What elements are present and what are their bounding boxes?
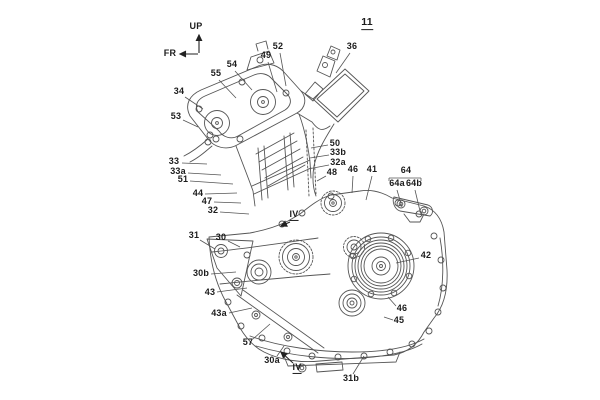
ref-label-46-35: 46 — [396, 303, 408, 314]
ref-label-46-20: 46 — [347, 164, 359, 175]
ref-label-64-22: 64 — [400, 165, 412, 176]
ref-label-11-2: 11 — [361, 16, 373, 30]
ref-label-fr-1: FR — [163, 48, 177, 59]
leader-lines — [181, 52, 422, 375]
ref-label-64a-23: 64a — [389, 178, 405, 189]
direction-arrows — [178, 33, 294, 364]
ref-label-iv-37: IV — [289, 208, 299, 221]
ref-label-32-15: 32 — [207, 205, 219, 216]
ref-label-31-25: 31 — [188, 230, 200, 241]
ref-label-55-7: 55 — [210, 68, 222, 79]
ref-label-41-21: 41 — [366, 164, 378, 175]
ref-label-42-34: 42 — [420, 250, 432, 261]
ref-label-30b-27: 30b — [192, 268, 210, 279]
ref-label-44-13: 44 — [192, 188, 204, 199]
ref-label-34-8: 34 — [173, 86, 185, 97]
ref-label-33a-11: 33a — [170, 166, 186, 177]
engine-line-art — [183, 40, 448, 373]
ref-label-45-36: 45 — [393, 315, 405, 326]
ref-label-up-0: UP — [189, 21, 203, 32]
ref-label-33-10: 33 — [168, 156, 180, 167]
ref-label-53-9: 53 — [170, 111, 182, 122]
ref-label-31b-33: 31b — [342, 373, 360, 384]
ref-label-50-16: 50 — [329, 138, 341, 149]
ref-label-48-19: 48 — [326, 167, 338, 178]
ref-label-43a-29: 43a — [211, 308, 227, 319]
ref-label-43-28: 43 — [204, 287, 216, 298]
ref-label-49-5: 49 — [260, 50, 272, 61]
ref-label-57-30: 57 — [242, 337, 254, 348]
ref-label-54-6: 54 — [226, 59, 238, 70]
ref-label-30-26: 30 — [215, 232, 227, 243]
ref-label-30a-31: 30a — [264, 355, 280, 366]
ref-label-33b-17: 33b — [329, 147, 347, 158]
ref-label-36-3: 36 — [346, 41, 358, 52]
ref-label-52-4: 52 — [272, 41, 284, 52]
ref-label-47-14: 47 — [201, 196, 213, 207]
ref-label-32a-18: 32a — [330, 157, 346, 168]
ref-label-iv-32: IV — [292, 361, 302, 374]
ref-label-64b-24: 64b — [405, 178, 423, 189]
ref-label-51-12: 51 — [177, 174, 189, 185]
